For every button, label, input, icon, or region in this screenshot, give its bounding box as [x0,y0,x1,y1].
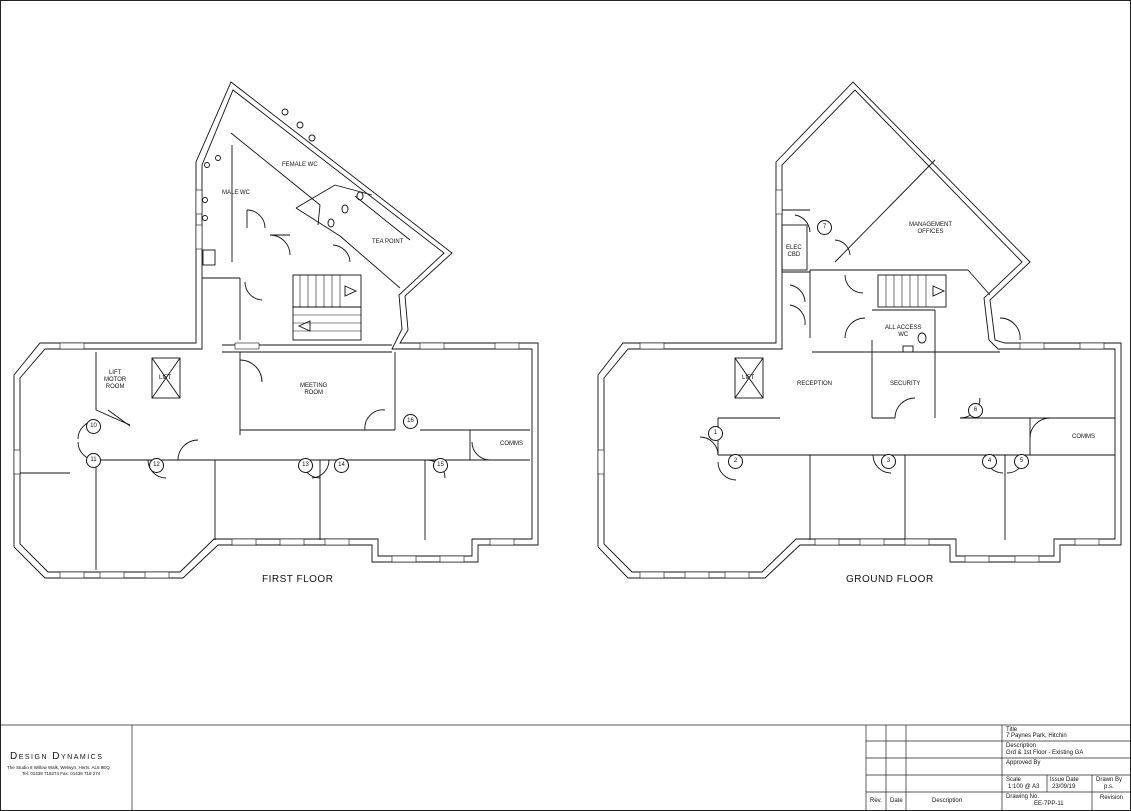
gf-lift-label: LIFT [742,375,755,381]
revision-label: Revision [1100,795,1124,801]
issue-date-value: 23/09/19 [1052,784,1076,790]
drawing-no-label: Drawing No. [1006,794,1040,800]
lift-motor-room-line1: LIFT [108,370,122,376]
ground-floor-windows [597,189,1105,579]
reception-label: RECEPTION [797,381,833,387]
door-number-3: 3 [881,454,896,469]
approved-by-label: Approved By [1006,760,1041,766]
drawing-no-value: EE-7PP-11 [1034,801,1064,807]
door-number-11: 11 [86,453,101,468]
all-access-wc-line1: ALL ACCESS [885,325,922,331]
date-column-header: Date [890,798,903,804]
lift-motor-room-line2: MOTOR [104,377,127,383]
drawn-by-label: Drawn By [1096,777,1123,783]
security-label: SECURITY [890,381,921,387]
ff-lift-label: LIFT [159,375,172,381]
door-number-15: 15 [433,458,448,473]
management-offices-line2: OFFICES [917,229,944,235]
rev-column-header: Rev. [870,798,882,804]
all-access-wc-label: ALL ACCESS WC [885,325,921,339]
female-wc-label: FEMALE WC [282,162,318,168]
door-number-6: 6 [968,403,983,418]
door-number-14: 14 [334,458,349,473]
male-wc-label: MALE WC [222,190,251,196]
drawn-by-value: p.s. [1104,784,1114,790]
title-label: Title [1006,727,1018,733]
meeting-room-label: MEETING ROOM [300,383,327,397]
lift-motor-room-line3: ROOM [105,384,125,390]
ground-floor-title: GROUND FLOOR [846,574,934,585]
door-number-4: 4 [982,454,997,469]
scale-value: 1:100 @ A3 [1008,784,1040,790]
door-number-13: 13 [298,458,313,473]
door-number-2: 2 [728,454,743,469]
door-number-5: 5 [1014,454,1029,469]
elec-cbd-label: ELEC CBD [786,245,802,259]
first-floor-windows [13,189,520,579]
meeting-room-line1: MEETING [300,383,328,389]
lift-motor-room-label: LIFT MOTOR ROOM [104,370,126,391]
elec-cbd-line1: ELEC [786,245,802,251]
title-block-frame [0,724,1131,811]
first-floor-plan [13,81,539,579]
meeting-room-line2: ROOM [304,390,323,396]
ff-comms-label: COMMS [500,441,523,447]
scale-label: Scale [1006,777,1022,783]
door-number-1: 1 [708,426,723,441]
description-column-header: Description [932,798,963,804]
title-value: 7 Paynes Park, Hitchin [1006,733,1067,739]
company-name: Design Dynamics [10,751,104,762]
gf-comms-label: COMMS [1072,434,1095,440]
all-access-wc-line2: WC [898,332,909,338]
description-label: Description [1006,743,1037,749]
management-offices-label: MANAGEMENT OFFICES [909,222,952,236]
company-address: The Studio 8 Willow Walk, Welwyn, Herts.… [7,765,110,770]
elec-cbd-line2: CBD [787,252,801,258]
management-offices-line1: MANAGEMENT [909,222,953,228]
door-number-16: 16 [403,414,418,429]
description-value: Grd & 1st Floor - Existing GA [1006,750,1084,756]
first-floor-title: FIRST FLOOR [262,574,334,585]
tea-point-label: TEA POINT [372,239,404,245]
company-contact: Tel: 01438 718274 Fax: 01438 718 274 [22,771,101,776]
door-number-10: 10 [86,419,101,434]
door-number-12: 12 [149,458,164,473]
door-number-7: 7 [817,220,832,235]
issue-date-label: Issue Date [1050,777,1079,783]
